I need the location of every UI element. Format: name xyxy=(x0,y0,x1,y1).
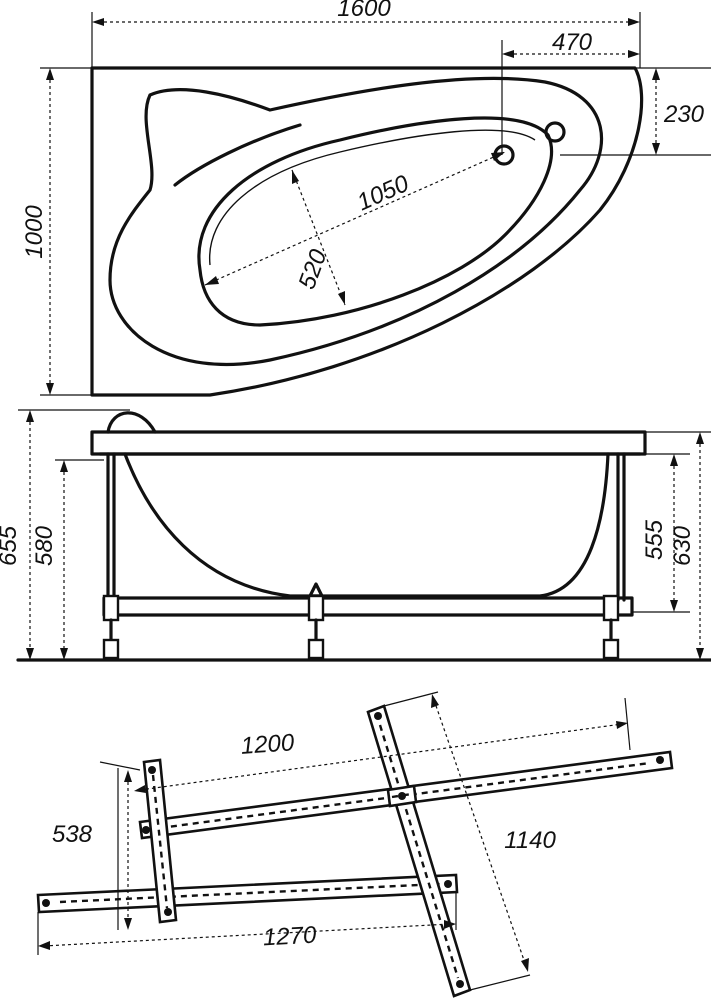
beam-spacing-label: 538 xyxy=(52,821,93,848)
lower-beam-length-label: 1270 xyxy=(262,922,317,952)
top-view: 1600 470 230 1000 1050 520 xyxy=(21,0,711,397)
bowl-length-label: 1050 xyxy=(353,170,413,217)
tub-outline-top xyxy=(90,66,644,397)
basin-outer-edge xyxy=(108,76,603,366)
bowl-length-dimension-line xyxy=(204,151,506,286)
diagonal-beam-length-label: 1140 xyxy=(504,827,556,854)
frame-view: 1200 538 1270 1140 xyxy=(36,691,674,998)
rim-height-right-label: 555 xyxy=(641,519,668,560)
headrest-profile xyxy=(106,411,157,434)
frame-bracket-left xyxy=(142,758,178,924)
overflow-hole-icon xyxy=(544,121,566,143)
side-view: 655 580 555 630 xyxy=(0,409,711,662)
adjustable-foot-left xyxy=(102,594,120,660)
basin-body-profile xyxy=(123,452,610,598)
lower-beam-dimension-line xyxy=(43,923,451,947)
rim-height-left-label: 580 xyxy=(31,525,58,566)
depth-dimension-label: 1000 xyxy=(21,205,48,259)
bowl-inner-contour xyxy=(209,129,536,266)
drain-offset-label: 470 xyxy=(552,29,593,56)
bowl-width-label: 520 xyxy=(293,245,332,292)
frame-bottom-rail xyxy=(102,596,634,617)
tub-rim xyxy=(90,430,647,456)
seat-ridge-line xyxy=(173,123,302,187)
total-height-right-label: 630 xyxy=(669,525,696,566)
inner-bowl-outline xyxy=(197,116,554,327)
diagonal-beam-dimension-line xyxy=(433,699,527,967)
adjustable-foot-right xyxy=(602,594,620,660)
frame-beam-diagonal xyxy=(366,704,472,998)
width-dimension-label: 1600 xyxy=(337,0,391,22)
adjustable-foot-middle xyxy=(307,582,325,660)
bowl-width-dimension-line xyxy=(291,169,346,306)
total-height-left-label: 655 xyxy=(0,525,22,566)
drain-depth-label: 230 xyxy=(663,101,705,128)
upper-beam-length-label: 1200 xyxy=(240,729,296,760)
frame-beam-lower xyxy=(36,873,459,914)
